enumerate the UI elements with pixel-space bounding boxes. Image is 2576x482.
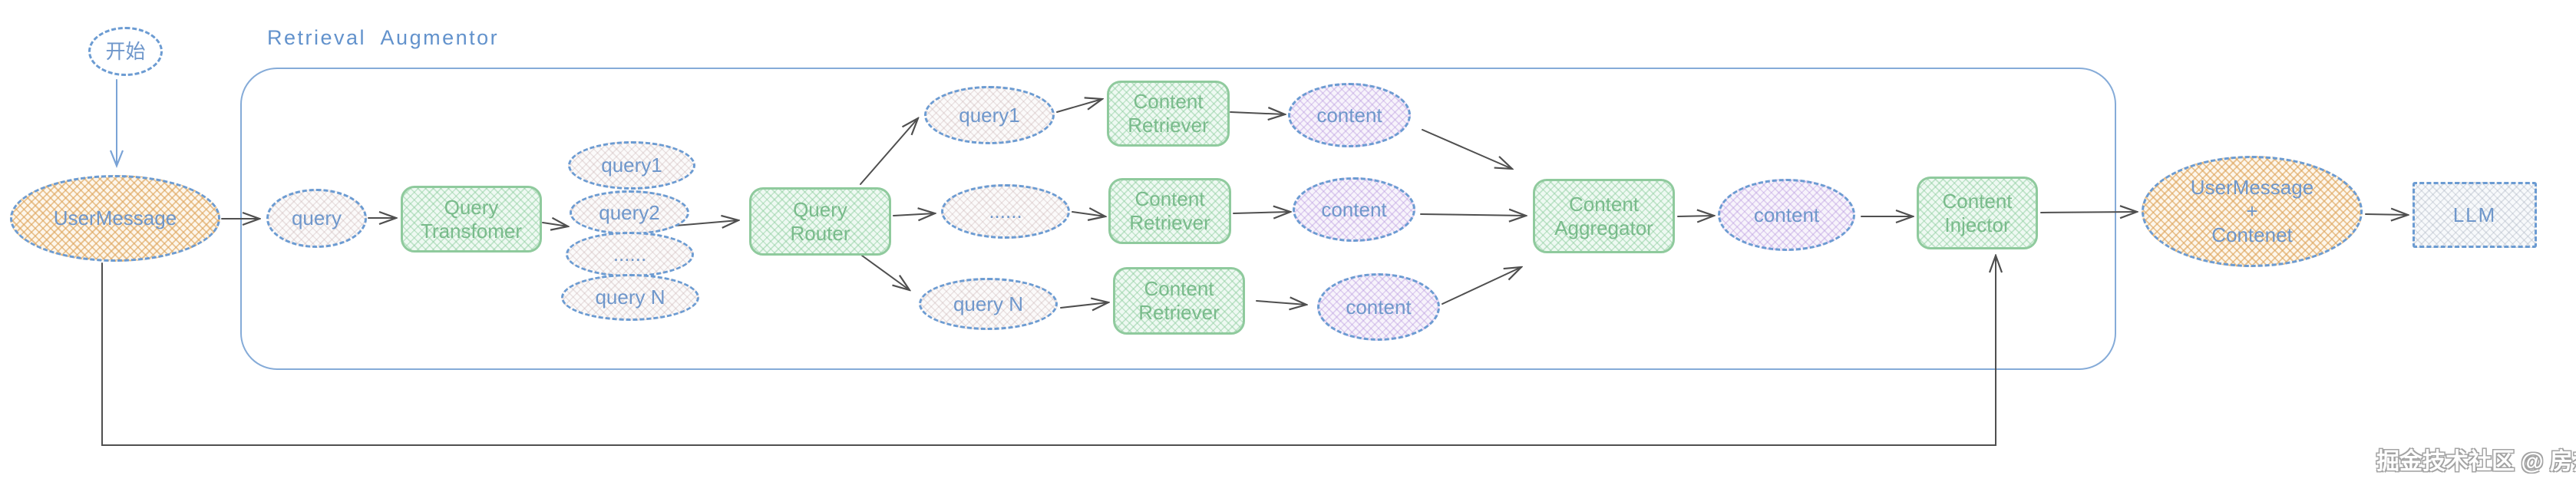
content-retriever-2-node: Content Retriever — [1108, 178, 1231, 244]
expanded-query-1-node: query1 — [568, 141, 695, 190]
llm-node: LLM — [2413, 182, 2537, 248]
retrieved-content-1-node: content — [1288, 83, 1411, 147]
watermark-text: 掘金技术社区 @ 房杰 — [2376, 449, 2576, 474]
content-retriever-3-node: Content Retriever — [1113, 267, 1245, 335]
query-transformer-node: Query Transfomer — [401, 186, 542, 253]
routed-query-n-node: query N — [919, 278, 1058, 330]
retrieved-content-2-node: content — [1293, 177, 1415, 242]
expanded-query-dots-node: ...... — [566, 232, 694, 277]
retrieved-content-3-node: content — [1317, 273, 1440, 341]
expanded-query-2-node: query2 — [570, 190, 689, 235]
routed-query-dots-node: ...... — [941, 184, 1070, 239]
user-message-plus-content-node: UserMessage + Contenet — [2142, 156, 2363, 267]
routed-query-1-node: query1 — [924, 86, 1055, 144]
content-aggregator-node: Content Aggregator — [1533, 179, 1675, 253]
aggregated-content-node: content — [1718, 179, 1855, 251]
container-title: Retrieval Augmentor — [267, 26, 500, 49]
start-node: 开始 — [88, 27, 163, 76]
user-message-node: UserMessage — [10, 175, 220, 262]
expanded-query-n-node: query N — [561, 274, 699, 321]
arrow-usermessagecontent-to-llm — [2365, 214, 2408, 215]
query-node: query — [266, 189, 367, 248]
content-injector-node: Content Injector — [1917, 177, 2038, 249]
content-retriever-1-node: Content Retriever — [1107, 81, 1230, 147]
query-router-node: Query Router — [749, 187, 891, 256]
